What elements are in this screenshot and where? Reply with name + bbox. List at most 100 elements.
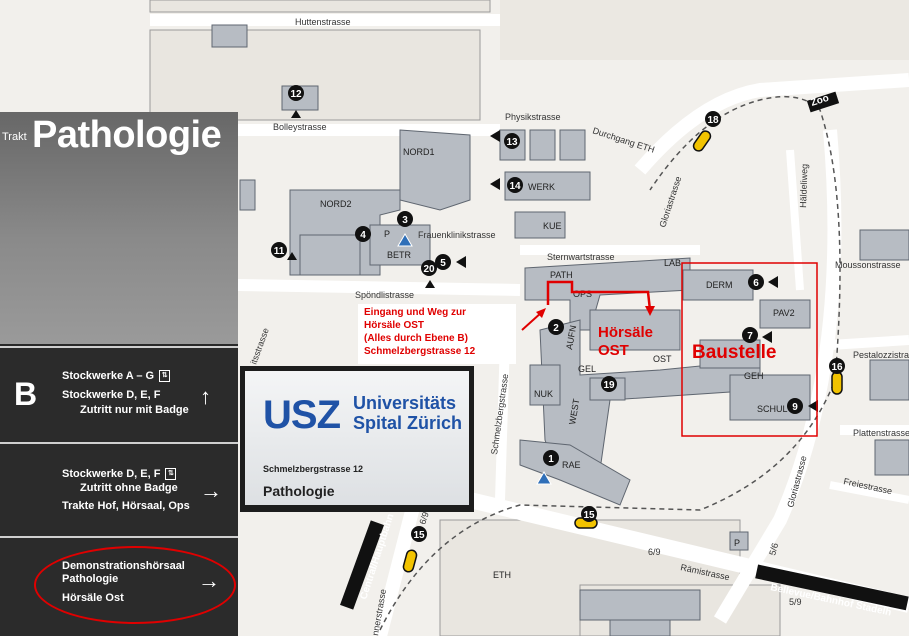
label-ost: OST [653, 354, 672, 364]
panel1-line1: Stockwerke A – G⇅ [62, 370, 171, 383]
entry-note-line3: (Alles durch Ebene B) [364, 333, 468, 344]
parking-label: P [734, 538, 740, 548]
building-right-3 [859, 229, 909, 261]
panel3-line2: Pathologie [62, 573, 119, 585]
street-label-bolley: Bolleystrasse [273, 122, 327, 132]
street-gloria-upper [634, 73, 909, 175]
arrow-up-icon: ↑ [200, 384, 211, 409]
street-label-pestalozzi: Pestalozzistrasse [853, 350, 909, 360]
building-nord1 [399, 129, 471, 211]
marker-11: 11 [274, 246, 285, 257]
marker-5: 5 [440, 258, 446, 269]
sign-trakt-label: Trakt [2, 131, 27, 143]
panel3-line1: Demonstrationshörsaal [62, 560, 185, 572]
street-label-platten: Plattenstrasse [853, 428, 909, 438]
building-13c [559, 129, 586, 161]
building-nuk [529, 364, 561, 406]
building-derm [682, 269, 754, 301]
sign-panel-nobadge: Stockwerke D, E, F⇅ Zutritt ohne Badge T… [0, 442, 238, 536]
building-bottom-a [579, 589, 701, 621]
tram-stop-15b [402, 549, 418, 573]
route-num-b: 5/6 [767, 542, 780, 557]
sign-header: Trakt Pathologie [0, 112, 238, 344]
label-nord1: NORD1 [403, 147, 435, 157]
tram-stop-18 [692, 130, 712, 152]
usz-name-line1: Universitäts [353, 393, 457, 413]
label-derm: DERM [706, 280, 733, 290]
entrance-11 [287, 252, 297, 260]
marker-15a: 15 [583, 510, 595, 521]
panel1-line3: Zutritt nur mit Badge [80, 404, 189, 416]
label-pav2: PAV2 [773, 308, 795, 318]
label-ops: OPS [573, 289, 592, 299]
sign-panel-upstairs: B Stockwerke A – G⇅ Stockwerke D, E, F Z… [0, 346, 238, 442]
street-freie [829, 481, 909, 504]
parking-square [729, 531, 749, 551]
building-right-1 [869, 359, 909, 401]
street-label-frauenklinik: Frauenklinikstrasse [418, 230, 496, 240]
usz-address: Schmelzbergstrasse 12 [263, 464, 364, 474]
entrance-7 [762, 331, 772, 343]
building-nord2-annex [299, 234, 361, 276]
entrance-9 [808, 400, 818, 412]
street-label-haeldeli: Häldeliweg [798, 164, 810, 208]
highlight-ellipse [34, 546, 236, 624]
entry-note-line4: Schmelzbergstrasse 12 [364, 346, 476, 357]
label-lab: LAB [664, 258, 681, 268]
map-markers: 1 2 3 4 5 6 7 9 11 12 13 14 15 15 16 18 … [271, 85, 845, 542]
parking-label-nord: P [384, 229, 390, 239]
sign-title: Pathologie [32, 114, 222, 156]
street-pestalozzi [829, 335, 909, 350]
route-label-zoo: Zoo [810, 93, 831, 109]
panel2-line1: Stockwerke D, E, F⇅ [62, 468, 177, 481]
route-sign-zoo: Zoo [806, 91, 840, 113]
route-num-a: 6/9 [648, 547, 661, 557]
sign-level-letter: B [14, 376, 38, 412]
entrance-arrows [287, 110, 818, 412]
label-geh: GEH [744, 371, 764, 381]
street-gloria-lower [713, 129, 842, 624]
marker-13: 13 [506, 137, 518, 148]
route-path-red [546, 280, 652, 311]
building-right-2 [874, 439, 909, 476]
street-haeldeli [786, 149, 804, 291]
entry-pointer-line [521, 311, 543, 331]
building-bottom-b [609, 619, 671, 636]
marker-1: 1 [548, 454, 554, 465]
marker-12: 12 [290, 89, 302, 100]
block-top [149, 0, 491, 13]
label-west: WEST [567, 398, 581, 426]
usz-sign-face: USZ Universitäts Spital Zürich Schmelzbe… [245, 371, 469, 505]
panel2-line3: Trakte Hof, Hörsaal, Ops [62, 500, 190, 512]
tram-stop-16 [831, 371, 843, 395]
label-kue: KUE [543, 221, 562, 231]
marker-7: 7 [747, 331, 753, 342]
usz-sign-card: USZ Universitäts Spital Zürich Schmelzbe… [240, 366, 474, 512]
marker-19: 19 [603, 380, 615, 391]
marker-3: 3 [402, 215, 408, 226]
entrance-14 [490, 178, 500, 190]
sign-panel-demo: Demonstrationshörsaal Pathologie Hörsäle… [0, 536, 238, 636]
panel1-line2: Stockwerke D, E, F [62, 389, 161, 401]
marker-18: 18 [707, 115, 719, 126]
entrance-12 [291, 110, 301, 118]
building-geh [699, 339, 761, 369]
usz-department: Pathologie [263, 483, 335, 499]
street-schmelzberg [495, 339, 510, 501]
label-rae: RAE [562, 460, 581, 470]
hoersaele-line2: OST [598, 342, 629, 359]
building-hutten [211, 24, 248, 48]
usz-name-line2: Spital Zürich [353, 413, 463, 433]
panel3-line3: Hörsäle Ost [62, 592, 124, 604]
arrow-right-icon: → [200, 478, 222, 503]
street-spoendli [237, 279, 521, 296]
marker-6: 6 [753, 278, 759, 289]
route-arrow-head [645, 306, 655, 316]
panel2-line2: Zutritt ohne Badge [80, 482, 178, 494]
street-label-sternwart: Sternwartstrasse [547, 252, 615, 262]
arrow-right-icon: → [198, 568, 220, 593]
marker-14: 14 [509, 181, 521, 192]
lift-icon: ⇅ [159, 370, 171, 383]
